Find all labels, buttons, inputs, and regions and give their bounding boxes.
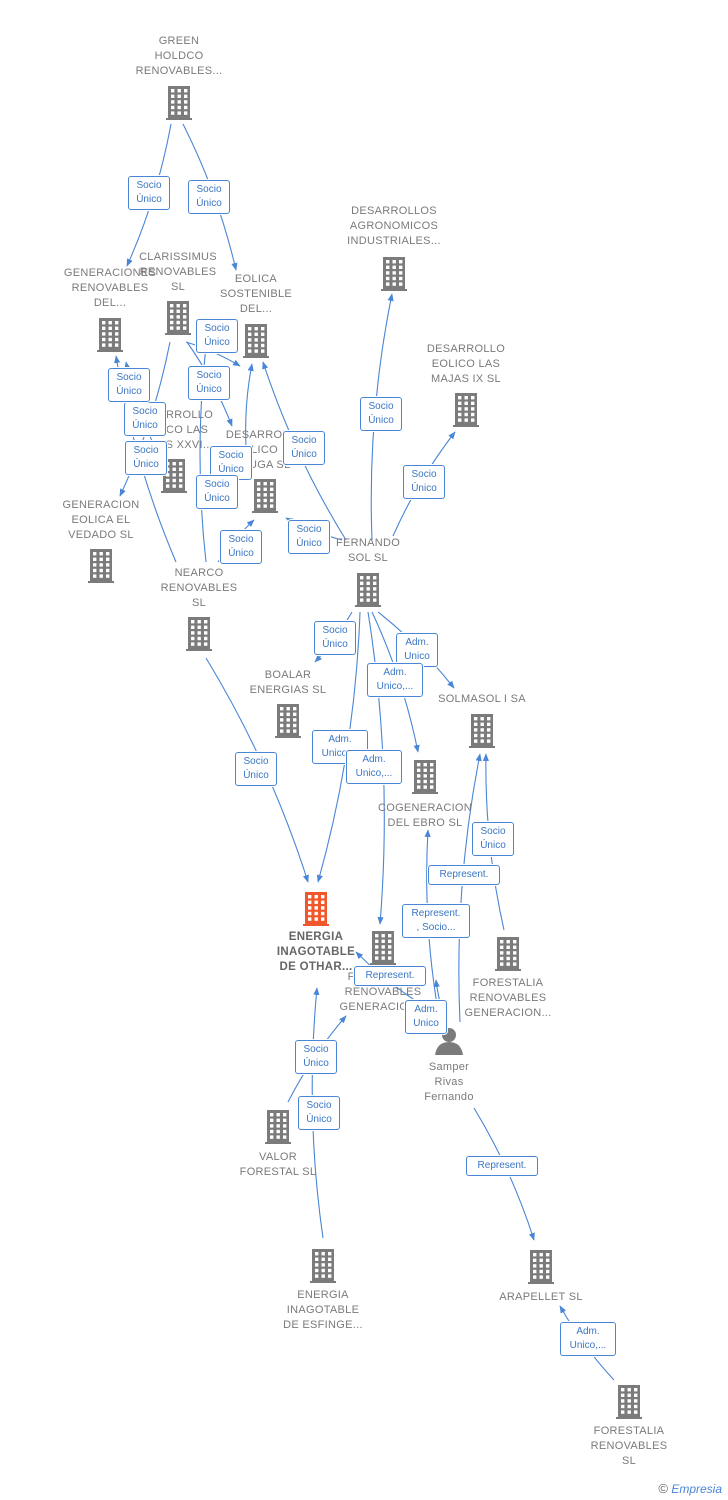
node-majas[interactable]: DESARROLLO EOLICO LAS MAJAS IX SL	[401, 342, 531, 387]
node-desagro[interactable]: DESARROLLOS AGRONOMICOS INDUSTRIALES...	[329, 204, 459, 249]
building-icon-generaciones[interactable]	[97, 318, 123, 357]
edge-label-forsl-to-arapellet[interactable]: Adm. Unico,...	[560, 1322, 616, 1356]
node-elvedado[interactable]: GENERACION EOLICA EL VEDADO SL	[36, 498, 166, 543]
node-generaciones[interactable]: GENERACIONES RENOVABLES DEL...	[45, 266, 175, 311]
building-icon-clarissimus[interactable]	[165, 301, 191, 340]
node-label-arapellet: ARAPELLET SL	[499, 1291, 583, 1303]
node-esfinge[interactable]: ENERGIA INAGOTABLE DE ESFINGE...	[258, 1288, 388, 1333]
node-boalar[interactable]: BOALAR ENERGIAS SL	[223, 668, 353, 698]
node-label-cogen: COGENERACION DEL EBRO SL	[377, 802, 473, 829]
node-label-othar: ENERGIA INAGOTABLE DE OTHAR...	[276, 931, 356, 973]
copyright: © Empresia	[658, 1481, 722, 1496]
edge-label-fernando-to-boalar[interactable]: Socio Único	[314, 621, 356, 655]
edge-samper-to-solmasol	[458, 753, 482, 1023]
node-label-boalar: BOALAR ENERGIAS SL	[249, 669, 327, 696]
node-green[interactable]: GREEN HOLDCO RENOVABLES...	[114, 34, 244, 79]
building-icon-fernando[interactable]	[355, 573, 381, 612]
building-icon-othar[interactable]	[303, 892, 329, 931]
edge-label-samper-to-arapellet[interactable]: Represent.	[466, 1156, 538, 1176]
node-valor[interactable]: VALOR FORESTAL SL	[213, 1150, 343, 1180]
building-icon-arapellet[interactable]	[528, 1250, 554, 1289]
node-label-valor: VALOR FORESTAL SL	[239, 1151, 317, 1178]
edge-label-fernando-to-solmasol[interactable]: Adm. Unico	[396, 633, 438, 667]
edge-label-fernando-to-majas[interactable]: Socio Único	[403, 465, 445, 499]
node-label-majas: DESARROLLO EOLICO LAS MAJAS IX SL	[426, 343, 506, 385]
node-label-clarissimus: CLARISSIMUS RENOVABLES SL	[139, 251, 217, 293]
edge-nearco-to-clarissimus	[199, 329, 211, 563]
edge-label-xxvi-to-generaciones[interactable]: Socio Único	[125, 441, 167, 475]
building-icon-esfinge[interactable]	[310, 1249, 336, 1288]
building-icon-boalar[interactable]	[275, 704, 301, 743]
building-icon-elvedado[interactable]	[88, 549, 114, 588]
edge-label-muga-to-eolicasost[interactable]: Socio Único	[196, 475, 238, 509]
node-othar[interactable]: ENERGIA INAGOTABLE DE OTHAR...	[251, 930, 381, 975]
edge-muga-to-eolicasost	[245, 363, 254, 447]
edge-label-nearco-to-othar[interactable]: Socio Único	[235, 752, 277, 786]
edge-label-forgen2-to-solmasol[interactable]: Socio Único	[472, 822, 514, 856]
edge-label-samper-to-forgen1[interactable]: Represent.	[354, 966, 426, 986]
node-label-esfinge: ENERGIA INAGOTABLE DE ESFINGE...	[283, 1289, 363, 1331]
edge-label-clarissimus-to-xxvi[interactable]: Socio Único	[188, 366, 230, 400]
node-eolicasost[interactable]: EOLICA SOSTENIBLE DEL...	[191, 272, 321, 317]
edge-label-green-to-eolicasost[interactable]: Socio Único	[188, 180, 230, 214]
edge-label-samper-to-othar[interactable]: Adm. Unico	[405, 1000, 447, 1034]
node-label-green: GREEN HOLDCO RENOVABLES...	[135, 35, 223, 77]
edge-label-valor-to-forgen1[interactable]: Socio Único	[295, 1040, 337, 1074]
edge-label-fernando-to-eolicasost[interactable]: Socio Único	[283, 431, 325, 465]
building-icon-cogen[interactable]	[412, 760, 438, 799]
node-label-forsl: FORESTALIA RENOVABLES SL	[590, 1425, 668, 1467]
node-label-elvedado: GENERACION EOLICA EL VEDADO SL	[62, 499, 140, 541]
building-icon-forgen1[interactable]	[370, 931, 396, 970]
edge-label-clarissimus-to-elvedado[interactable]: Socio Único	[124, 402, 166, 436]
building-icon-solmasol[interactable]	[469, 714, 495, 753]
edge-label-esfinge-to-othar[interactable]: Socio Único	[298, 1096, 340, 1130]
building-icon-muga[interactable]	[252, 479, 278, 518]
building-icon-green[interactable]	[166, 86, 192, 125]
node-forsl[interactable]: FORESTALIA RENOVABLES SL	[564, 1424, 694, 1469]
brand-name[interactable]: Empresia	[671, 1482, 722, 1496]
node-label-nearco: NEARCO RENOVABLES SL	[160, 567, 238, 609]
node-arapellet[interactable]: ARAPELLET SL	[476, 1290, 606, 1305]
node-samper[interactable]: Samper Rivas Fernando	[384, 1060, 514, 1105]
node-cogen[interactable]: COGENERACION DEL EBRO SL	[360, 801, 490, 831]
node-label-solmasol: SOLMASOL I SA	[438, 693, 526, 705]
node-nearco[interactable]: NEARCO RENOVABLES SL	[134, 566, 264, 611]
edge-label-fernando-to-forgen1[interactable]: Adm. Unico,...	[346, 750, 402, 784]
node-clarissimus[interactable]: CLARISSIMUS RENOVABLES SL	[113, 250, 243, 295]
node-label-generaciones: GENERACIONES RENOVABLES DEL...	[63, 267, 157, 309]
edge-label-nearco-to-muga[interactable]: Socio Único	[220, 530, 262, 564]
node-label-desagro: DESARROLLOS AGRONOMICOS INDUSTRIALES...	[347, 205, 441, 247]
building-icon-forsl[interactable]	[616, 1385, 642, 1424]
building-icon-desagro[interactable]	[381, 257, 407, 296]
node-label-forgen2: FORESTALIA RENOVABLES GENERACION...	[464, 977, 552, 1019]
node-label-fernando: FERNANDO SOL SL	[335, 537, 401, 564]
building-icon-nearco[interactable]	[186, 617, 212, 656]
edge-label-nearco-to-generaciones[interactable]: Socio Único	[108, 368, 150, 402]
edge-label-samper-to-solmasol[interactable]: Represent. , Socio...	[402, 904, 470, 938]
building-icon-eolicasost[interactable]	[243, 324, 269, 363]
edge-label-samper-to-cogen[interactable]: Represent.	[428, 865, 500, 885]
building-icon-forgen2[interactable]	[495, 937, 521, 976]
building-icon-majas[interactable]	[453, 393, 479, 432]
edge-label-clarissimus-to-eolicasost[interactable]: Socio Único	[196, 319, 238, 353]
node-solmasol[interactable]: SOLMASOL I SA	[417, 692, 547, 707]
node-forgen2[interactable]: FORESTALIA RENOVABLES GENERACION...	[443, 976, 573, 1021]
node-fernando[interactable]: FERNANDO SOL SL	[303, 536, 433, 566]
edge-label-fernando-to-desagro[interactable]: Socio Único	[360, 397, 402, 431]
building-icon-valor[interactable]	[265, 1110, 291, 1149]
building-icon-xxvi[interactable]	[161, 459, 187, 498]
edge-label-fernando-to-cogen[interactable]: Adm. Unico,...	[367, 663, 423, 697]
copyright-symbol: ©	[658, 1481, 668, 1496]
edge-label-green-to-generaciones[interactable]: Socio Único	[128, 176, 170, 210]
node-label-samper: Samper Rivas Fernando	[424, 1061, 474, 1103]
node-label-eolicasost: EOLICA SOSTENIBLE DEL...	[219, 273, 293, 315]
edge-label-fernando-to-muga[interactable]: Socio Único	[288, 520, 330, 554]
